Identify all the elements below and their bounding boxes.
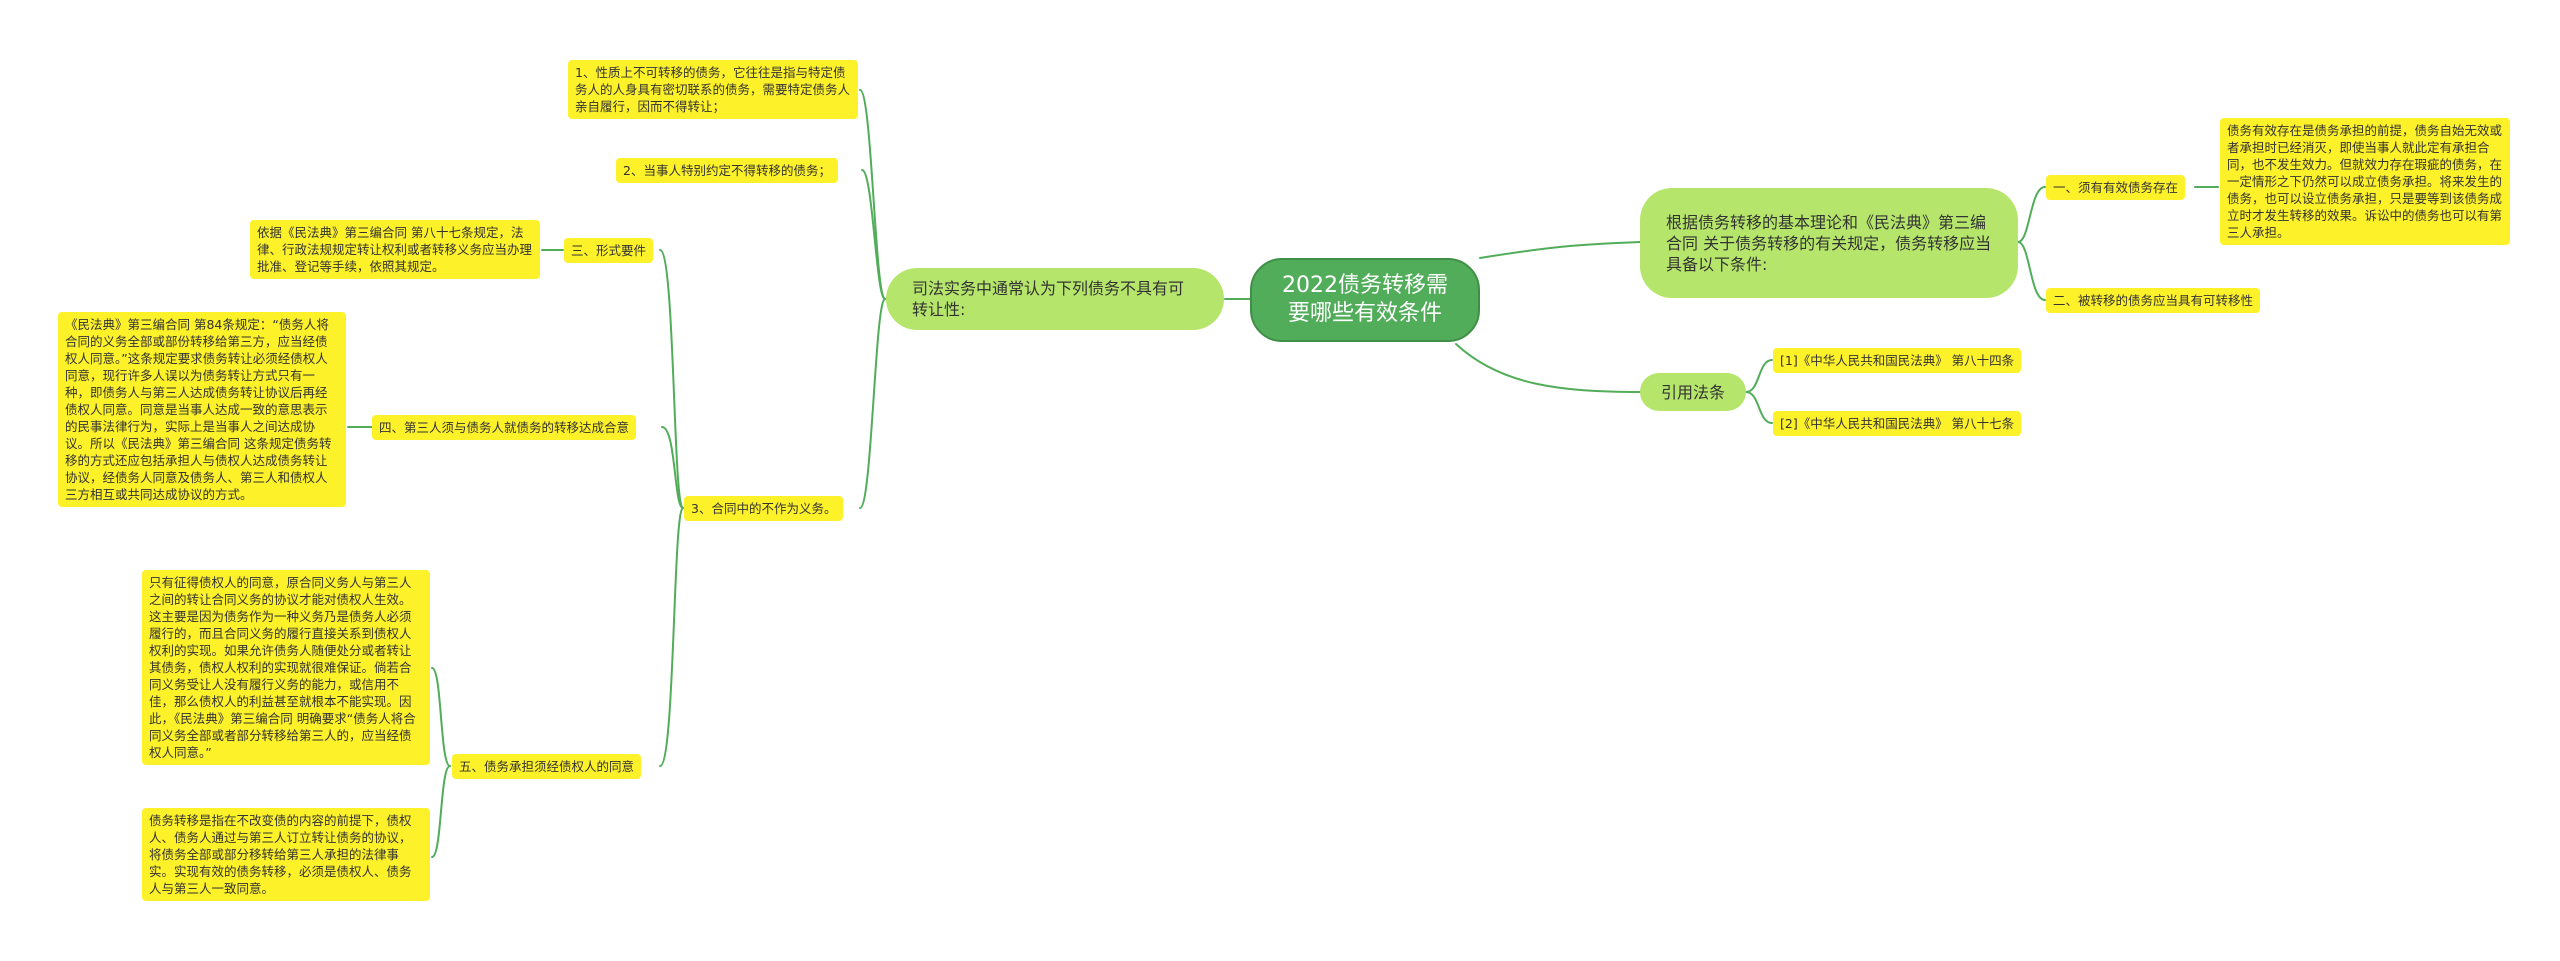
leaf-item-1[interactable]: 1、性质上不可转移的债务，它往往是指与特定债务人的人身具有密切联系的债务，需要特… — [568, 60, 858, 119]
leaf-citation-1-text: [1]《中华人民共和国民法典》 第八十四条 — [1780, 353, 2015, 368]
connector-item3-thirdparty — [661, 426, 684, 509]
connector-citation1 — [1745, 359, 1773, 393]
leaf-transferable[interactable]: 二、被转移的债务应当具有可转移性 — [2046, 288, 2261, 313]
leaf-third-party-detail[interactable]: 《民法典》第三编合同 第84条规定：“债务人将合同的义务全部或部份转移给第三方，… — [58, 312, 346, 507]
connector-item3-consent — [659, 507, 684, 767]
leaf-valid-debt[interactable]: 一、须有有效债务存在 — [2046, 175, 2186, 200]
leaf-citation-2-text: [2]《中华人民共和国民法典》 第八十七条 — [1780, 416, 2015, 431]
leaf-creditor-consent-label: 五、债务承担须经债权人的同意 — [459, 759, 635, 774]
leaf-citation-1[interactable]: [1]《中华人民共和国民法典》 第八十四条 — [1773, 348, 2022, 373]
root-title: 2022债务转移需要哪些有效条件 — [1282, 273, 1448, 326]
leaf-forms[interactable]: 三、形式要件 — [564, 238, 654, 263]
leaf-valid-debt-label: 一、须有有效债务存在 — [2053, 180, 2179, 195]
leaf-creditor-consent-detail-2[interactable]: 债务转移是指在不改变债的内容的前提下，债权人、债务人通过与第三人订立转让债务的协… — [142, 808, 430, 901]
leaf-third-party[interactable]: 四、第三人须与债务人就债务的转移达成合意 — [372, 415, 637, 440]
connector-right-valid — [2017, 186, 2046, 243]
leaf-citation-2[interactable]: [2]《中华人民共和国民法典》 第八十七条 — [1773, 411, 2022, 436]
leaf-item-2[interactable]: 2、当事人特别约定不得转移的债务； — [616, 158, 838, 183]
branch-conditions[interactable]: 根据债务转移的基本理论和《民法典》第三编 合同 关于债务转移的有关规定，债务转移… — [1640, 188, 2018, 298]
leaf-forms-label: 三、形式要件 — [571, 243, 647, 258]
leaf-third-party-label: 四、第三人须与债务人就债务的转移达成合意 — [379, 420, 630, 435]
connector-citation2 — [1745, 391, 1773, 424]
root-node[interactable]: 2022债务转移需要哪些有效条件 — [1250, 258, 1480, 342]
connector-root-citations — [1455, 343, 1641, 393]
leaf-valid-debt-detail[interactable]: 债务有效存在是债务承担的前提，债务自始无效或者承担时已经消灭，即使当事人就此定有… — [2220, 118, 2510, 245]
branch-conditions-label: 根据债务转移的基本理论和《民法典》第三编 合同 关于债务转移的有关规定，债务转移… — [1666, 212, 1992, 274]
branch-non-transferable-label: 司法实务中通常认为下列债务不具有可转让性: — [912, 279, 1185, 319]
leaf-creditor-consent-detail-1[interactable]: 只有征得债权人的同意，原合同义务人与第三人之间的转让合同义务的协议才能对债权人生… — [142, 570, 430, 765]
leaf-item-1-text: 1、性质上不可转移的债务，它往往是指与特定债务人的人身具有密切联系的债务，需要特… — [575, 65, 851, 114]
leaf-item-2-text: 2、当事人特别约定不得转移的债务； — [623, 163, 831, 178]
connector-item3-forms — [659, 249, 684, 509]
connector-left-item3 — [859, 298, 886, 509]
connector-left-item1 — [859, 89, 886, 300]
connector-consent-detail2 — [431, 765, 451, 858]
connector-root-right — [1479, 241, 1641, 259]
leaf-creditor-consent[interactable]: 五、债务承担须经债权人的同意 — [452, 754, 642, 779]
connector-right-transferable — [2017, 241, 2046, 301]
leaf-creditor-consent-detail-2-text: 债务转移是指在不改变债的内容的前提下，债权人、债务人通过与第三人订立转让债务的协… — [149, 813, 412, 896]
leaf-forms-detail[interactable]: 依据《民法典》第三编合同 第八十七条规定，法律、行政法规规定转让权利或者转移义务… — [250, 220, 540, 279]
leaf-creditor-consent-detail-1-text: 只有征得债权人的同意，原合同义务人与第三人之间的转让合同义务的协议才能对债权人生… — [149, 575, 416, 760]
branch-citations-label: 引用法条 — [1660, 382, 1725, 402]
leaf-transferable-label: 二、被转移的债务应当具有可转移性 — [2053, 293, 2254, 308]
leaf-valid-debt-detail-text: 债务有效存在是债务承担的前提，债务自始无效或者承担时已经消灭，即使当事人就此定有… — [2227, 123, 2503, 240]
leaf-third-party-detail-text: 《民法典》第三编合同 第84条规定：“债务人将合同的义务全部或部份转移给第三方，… — [65, 317, 332, 502]
leaf-forms-detail-text: 依据《民法典》第三编合同 第八十七条规定，法律、行政法规规定转让权利或者转移义务… — [257, 225, 533, 274]
branch-citations[interactable]: 引用法条 — [1640, 373, 1746, 411]
branch-non-transferable[interactable]: 司法实务中通常认为下列债务不具有可转让性: — [886, 268, 1224, 330]
connector-consent-detail1 — [431, 667, 451, 767]
connector-left-item2 — [861, 169, 886, 300]
leaf-item-3-text: 3、合同中的不作为义务。 — [691, 501, 837, 516]
leaf-item-3[interactable]: 3、合同中的不作为义务。 — [684, 496, 844, 521]
